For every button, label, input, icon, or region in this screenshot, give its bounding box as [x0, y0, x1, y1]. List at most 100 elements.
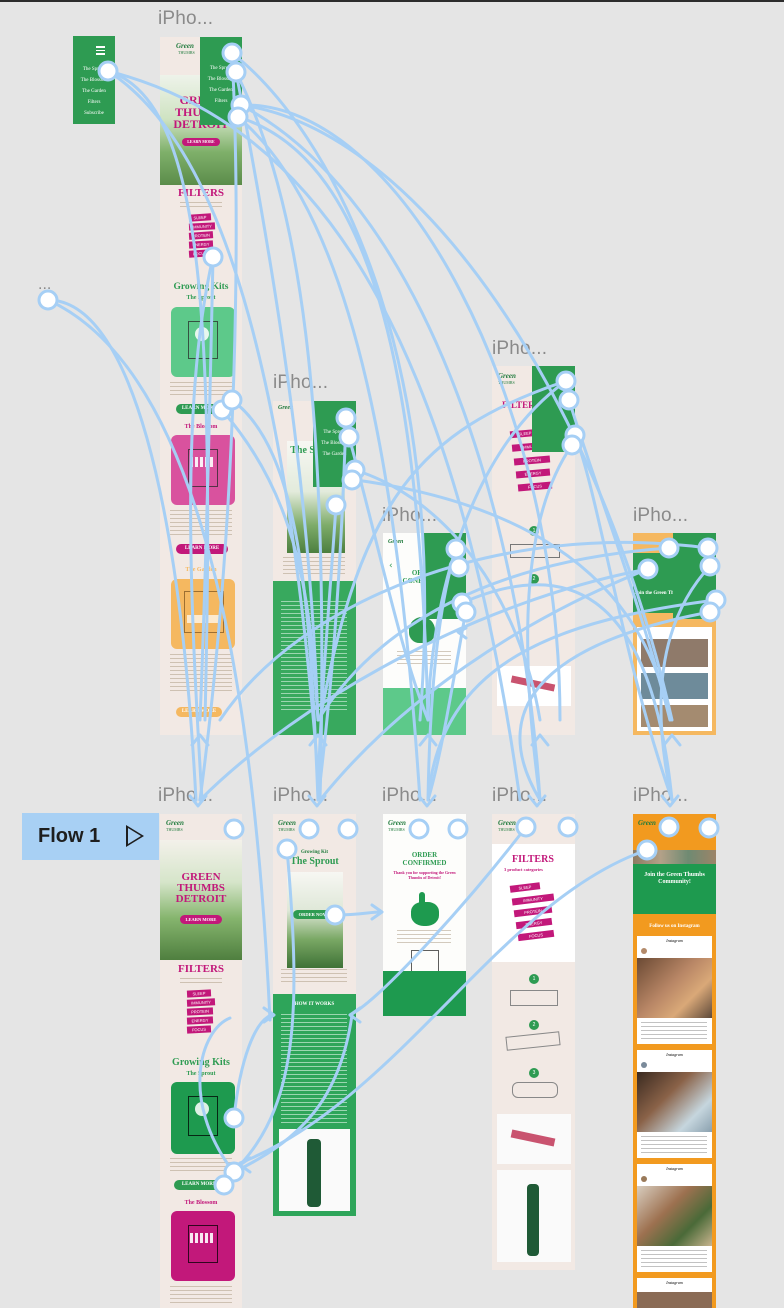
frame-order[interactable]: Green ‹ ORDER CONFIRMED — [383, 533, 466, 735]
community-title: Join the Green Thumbs Community! — [644, 872, 705, 885]
growing-kits-heading: Growing Kits — [173, 282, 229, 292]
kit-sprout-learn-more-button[interactable]: LEARN MORE — [174, 1180, 224, 1190]
frame-label-order[interactable]: iPho... — [382, 505, 438, 526]
instagram-post-1: Instagram — [637, 936, 712, 1044]
frame-label-filters-b[interactable]: iPho... — [492, 785, 548, 806]
frame-label-community[interactable]: iPho... — [633, 505, 689, 526]
kit-sprout-heading: The Sprout — [186, 295, 216, 301]
step-1-illustration — [510, 990, 558, 1006]
order-now-button[interactable]: ORDER NOW — [293, 910, 333, 919]
step-1-badge: 1 — [529, 526, 539, 536]
order-footer — [383, 971, 466, 1016]
order-title: ORDER CONFIRMED — [402, 851, 447, 867]
kit-sprout-card[interactable] — [171, 307, 235, 377]
menu-item-garden[interactable]: The Garden — [82, 89, 106, 94]
menu-item-subscribe[interactable]: Subscribe — [84, 111, 104, 116]
step-1-illustration — [510, 544, 560, 558]
sprout-desc — [283, 557, 345, 575]
thumbs-up-icon — [409, 617, 435, 643]
nav-menu-overlay[interactable]: The Sprout The Blossom The Garden — [313, 401, 356, 487]
play-icon[interactable] — [126, 825, 144, 847]
kit-blossom-heading: The Blossom — [184, 424, 218, 430]
brand-logo: Green THUMBS — [166, 819, 184, 832]
brand-logo: Green THUMBS — [498, 372, 516, 385]
kit-garden-card[interactable] — [171, 579, 235, 649]
community-strip — [633, 850, 716, 864]
hero-learn-more-button[interactable]: LEARN MORE — [180, 915, 222, 924]
filter-photo — [497, 1114, 571, 1164]
filter-tag-focus[interactable]: FOCUS — [188, 249, 212, 258]
sprout-bottle-photo — [279, 1129, 350, 1211]
kit-blossom-heading: The Blossom — [184, 1200, 218, 1206]
filters-title: FILTERS — [512, 854, 554, 865]
step-2-badge: 2 — [529, 1020, 539, 1030]
kit-blossom-card[interactable] — [171, 435, 235, 505]
step-1-badge: 1 — [529, 974, 539, 984]
sprout-kicker: Growing Kit — [301, 850, 328, 855]
canvas-top-border — [0, 0, 784, 2]
instagram-post-2: Instagram — [637, 1050, 712, 1158]
kit-sprout-learn-more-button[interactable]: LEARN MORE — [176, 404, 222, 414]
menu-item-blossom[interactable]: The Blossom — [80, 78, 108, 83]
filter-tag-immunity[interactable]: IMMUNITY — [188, 222, 216, 231]
frame-label-community-b[interactable]: iPho... — [633, 785, 689, 806]
frame-filters-b[interactable]: Green THUMBS FILTERS 3 product categorie… — [492, 814, 575, 1270]
menu-item-filters[interactable]: Filters — [87, 100, 101, 105]
frame-label-order-b[interactable]: iPho... — [382, 785, 438, 806]
frame-label-sprout[interactable]: iPho... — [273, 372, 329, 393]
sprout-title: The Sprout — [290, 856, 339, 867]
frame-community[interactable]: Join the Green Thumbs Community! — [633, 533, 716, 735]
growing-kits-heading: Growing Kits — [172, 1057, 230, 1068]
follow-instagram-heading: Follow us on Instagram — [649, 924, 700, 929]
nav-menu-overlay[interactable] — [673, 533, 716, 619]
hamburger-icon[interactable] — [96, 46, 105, 55]
filter-tag-protein[interactable]: PROTEIN — [188, 231, 214, 240]
filters-subtitle: 3 product categories — [504, 867, 543, 872]
nav-menu-component[interactable]: The Sprout The Blossom The Garden Filter… — [73, 36, 115, 124]
filters-subtext — [180, 202, 222, 208]
frame-sprout-b[interactable]: Green THUMBS Growing Kit The Sprout ORDE… — [273, 814, 356, 1216]
nav-menu-overlay[interactable] — [423, 533, 466, 619]
sprout-hero — [287, 872, 343, 968]
nav-menu-overlay[interactable] — [532, 366, 575, 452]
hero-learn-more-button[interactable]: LEARN MORE — [182, 138, 220, 146]
step-2-illustration — [505, 1031, 561, 1051]
frame-label-filters[interactable]: iPho... — [492, 338, 548, 359]
kit-blossom-card[interactable] — [171, 1211, 235, 1281]
filters-heading: FILTERS — [177, 187, 225, 199]
brand-logo: Green — [638, 819, 656, 827]
frame-community-b[interactable]: Green Join the Green Thumbs Community! F… — [633, 814, 716, 1308]
kit-sprout-card[interactable] — [171, 1082, 235, 1154]
frame-filters[interactable]: Green THUMBS FILTERS SLEEP IMMUNITY PROT… — [492, 366, 575, 735]
kit-blossom-desc — [170, 510, 232, 538]
hero-title: GREEN THUMBS DETROIT — [175, 871, 227, 905]
filter-tag-sleep[interactable]: SLEEP — [188, 213, 212, 222]
frame-label-home[interactable]: iPho... — [158, 8, 214, 29]
thumbs-up-icon — [407, 892, 443, 928]
frame-home[interactable]: Green THUMBS GREEN THUMBS DETROIT LEARN … — [160, 37, 242, 735]
how-it-works-section: HOW IT WORKS — [273, 994, 356, 1216]
step-3-badge: 3 — [529, 1068, 539, 1078]
step-3-illustration — [512, 1082, 558, 1098]
flow-start-button[interactable]: Flow 1 — [22, 813, 159, 860]
frame-sprout[interactable]: Green The Sprout The Sprout The Blossom … — [273, 401, 356, 735]
frame-label-sprout-b[interactable]: iPho... — [273, 785, 329, 806]
kit-garden-learn-more-button[interactable]: LEARN MORE — [176, 707, 222, 717]
order-footer — [383, 688, 466, 735]
frame-order-b[interactable]: Green THUMBS ORDER CONFIRMED Thank you f… — [383, 814, 466, 1016]
frame-label-home-b[interactable]: iPho... — [158, 785, 214, 806]
menu-item-sprout[interactable]: The Sprout — [82, 67, 106, 72]
filter-tag-energy[interactable]: ENERGY — [188, 240, 214, 249]
ellipsis-label: ... — [38, 276, 52, 293]
filters-heading: FILTERS — [177, 963, 225, 975]
step-2-badge: 2 — [529, 574, 539, 584]
instagram-feed — [637, 627, 712, 731]
brand-logo: Green THUMBS — [388, 819, 406, 832]
frame-home-b[interactable]: Green THUMBS GREEN THUMBS DETROIT LEARN … — [160, 814, 242, 1308]
brand-logo: Green THUMBS — [278, 819, 296, 832]
brand-logo: Green — [278, 405, 294, 411]
kit-blossom-learn-more-button[interactable]: LEARN MORE — [176, 544, 228, 554]
brand-logo: Green — [388, 539, 404, 545]
brand-logo: Green THUMBS — [498, 819, 516, 832]
nav-menu-overlay[interactable]: The Sprout The Blossom The Garden Filter… — [200, 37, 242, 125]
